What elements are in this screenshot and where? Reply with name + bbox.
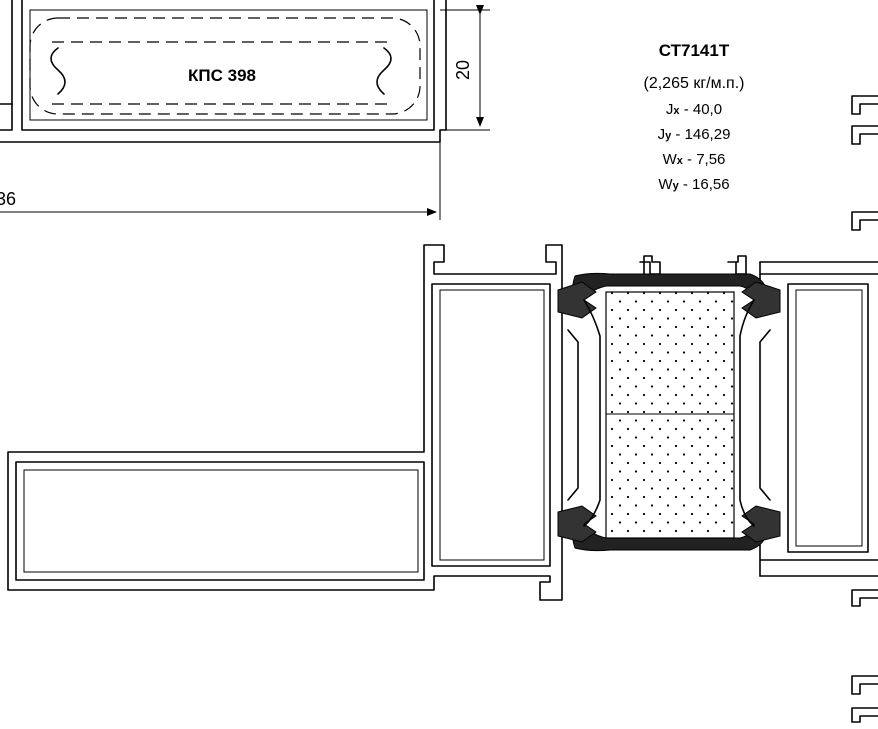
insert-label: КПС 398 <box>188 66 256 85</box>
property-wy: Wy - 16,56 <box>658 176 729 193</box>
central-mullion-profile <box>557 255 781 552</box>
profile-weight: (2,265 кг/м.п.) <box>644 75 745 92</box>
dimension-lines: 20 36 <box>0 5 490 220</box>
property-jx: Jx - 40,0 <box>666 101 722 118</box>
height-dimension: 20 <box>453 60 473 80</box>
right-frame-profile <box>759 261 878 577</box>
right-edge-profile <box>851 95 878 723</box>
property-jy: Jy - 146,29 <box>658 126 731 143</box>
width-dimension: 36 <box>0 189 16 209</box>
left-frame-profile <box>7 244 563 601</box>
profile-properties: СТ7141Т (2,265 кг/м.п.) Jx - 40,0 Jy - 1… <box>644 41 745 193</box>
property-wx: Wx - 7,56 <box>663 151 726 168</box>
insert-profile: КПС 398 <box>0 0 447 143</box>
profile-code: СТ7141Т <box>659 41 730 60</box>
